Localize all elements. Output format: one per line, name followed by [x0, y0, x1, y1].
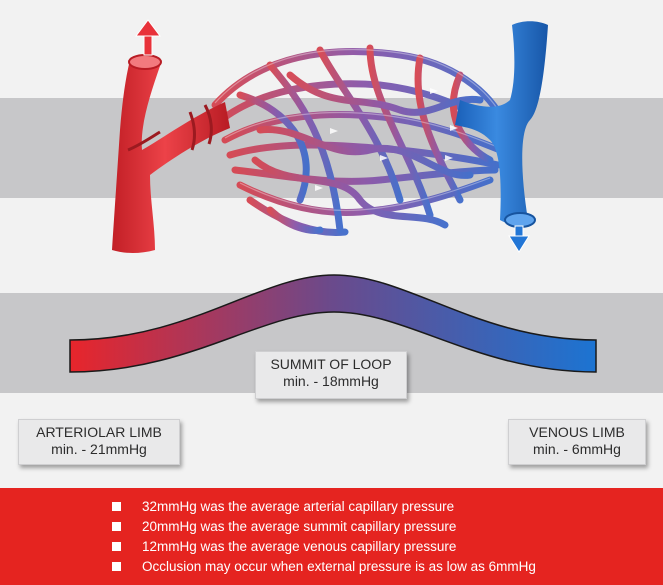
arteriole [112, 54, 230, 253]
capillary-mesh [211, 44, 509, 236]
capillary-network-illustration [69, 19, 597, 373]
note-text: 12mmHg was the average venous capillary … [142, 539, 457, 554]
pressure-notes-footer: 32mmHg was the average arterial capillar… [0, 488, 663, 585]
note-item: 12mmHg was the average venous capillary … [112, 537, 536, 557]
note-item: 20mmHg was the average summit capillary … [112, 517, 536, 537]
venule-arrow-down [508, 225, 530, 253]
bullet-square-icon [112, 562, 121, 571]
note-text: 20mmHg was the average summit capillary … [142, 519, 457, 534]
summit-title: SUMMIT OF LOOP [270, 356, 392, 372]
pressure-notes-list: 32mmHg was the average arterial capillar… [112, 497, 536, 577]
arteriolar-label-box: ARTERIOLAR LIMB min. - 21mmHg [18, 419, 180, 465]
venule [455, 21, 548, 228]
venous-title: VENOUS LIMB [529, 424, 625, 440]
capillary-mesh-highlights [214, 48, 506, 212]
bullet-square-icon [112, 542, 121, 551]
note-text: 32mmHg was the average arterial capillar… [142, 499, 455, 514]
summit-label-box: SUMMIT OF LOOP min. - 18mmHg [255, 351, 407, 399]
bullet-square-icon [112, 522, 121, 531]
arteriolar-title: ARTERIOLAR LIMB [36, 424, 162, 440]
summit-value: min. - 18mmHg [283, 373, 379, 389]
arteriole-arrow-up [135, 19, 161, 56]
bullet-square-icon [112, 502, 121, 511]
flow-arrows [315, 88, 458, 191]
venous-value: min. - 6mmHg [533, 441, 621, 457]
pressure-loop [69, 274, 597, 373]
venous-label-box: VENOUS LIMB min. - 6mmHg [508, 419, 646, 465]
note-item: Occlusion may occur when external pressu… [112, 557, 536, 577]
note-item: 32mmHg was the average arterial capillar… [112, 497, 536, 517]
note-text: Occlusion may occur when external pressu… [142, 559, 536, 574]
arteriolar-value: min. - 21mmHg [51, 441, 147, 457]
